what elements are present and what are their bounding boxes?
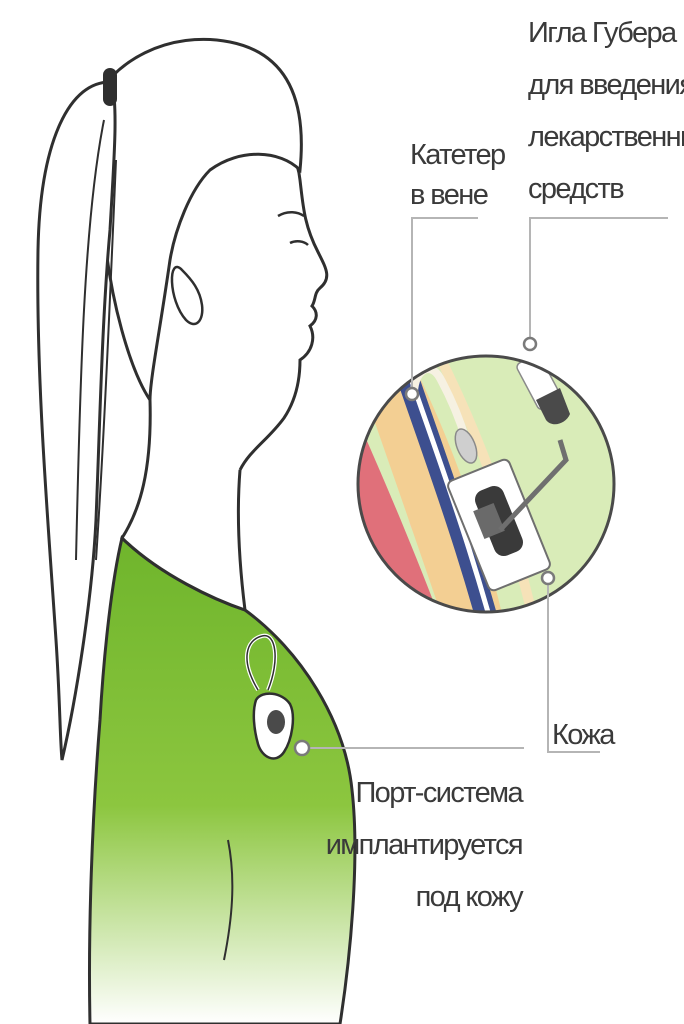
needle-leader bbox=[530, 218, 668, 340]
eye bbox=[290, 241, 308, 245]
hair bbox=[90, 39, 301, 400]
hair-tie bbox=[103, 68, 117, 106]
skin-label: Кожа bbox=[552, 719, 616, 751]
implanted-port bbox=[254, 694, 293, 759]
green-shirt bbox=[89, 538, 354, 1024]
huber-needle-label-line-1: Игла Губера bbox=[528, 17, 678, 49]
face-profile bbox=[215, 119, 327, 470]
ear bbox=[172, 267, 202, 324]
needle-leader-dot bbox=[524, 338, 536, 350]
skin-leader-dot bbox=[542, 572, 554, 584]
catheter-label: Катетер в вене bbox=[410, 139, 505, 211]
port-label-line-2: имплантируется bbox=[326, 829, 522, 861]
port-label: Порт-система имплантируется под кожу bbox=[326, 777, 525, 913]
huber-needle-label: Игла Губера для введения лекарственных с… bbox=[528, 17, 684, 205]
magnified-inset bbox=[320, 300, 614, 700]
port-leader-dot bbox=[295, 741, 309, 755]
port-label-line-1: Порт-система bbox=[355, 777, 524, 809]
huber-needle-label-line-3: лекарственных bbox=[528, 121, 684, 153]
huber-needle-label-line-2: для введения bbox=[528, 69, 684, 101]
catheter-leader-dot bbox=[406, 388, 418, 400]
woman-illustration bbox=[38, 39, 355, 1024]
catheter-label-line-1: Катетер bbox=[410, 139, 505, 171]
huber-needle-label-line-4: средств bbox=[528, 173, 624, 205]
eyebrow bbox=[278, 212, 304, 216]
port-label-line-3: под кожу bbox=[416, 881, 525, 913]
catheter-label-line-2: в вене bbox=[410, 179, 488, 211]
